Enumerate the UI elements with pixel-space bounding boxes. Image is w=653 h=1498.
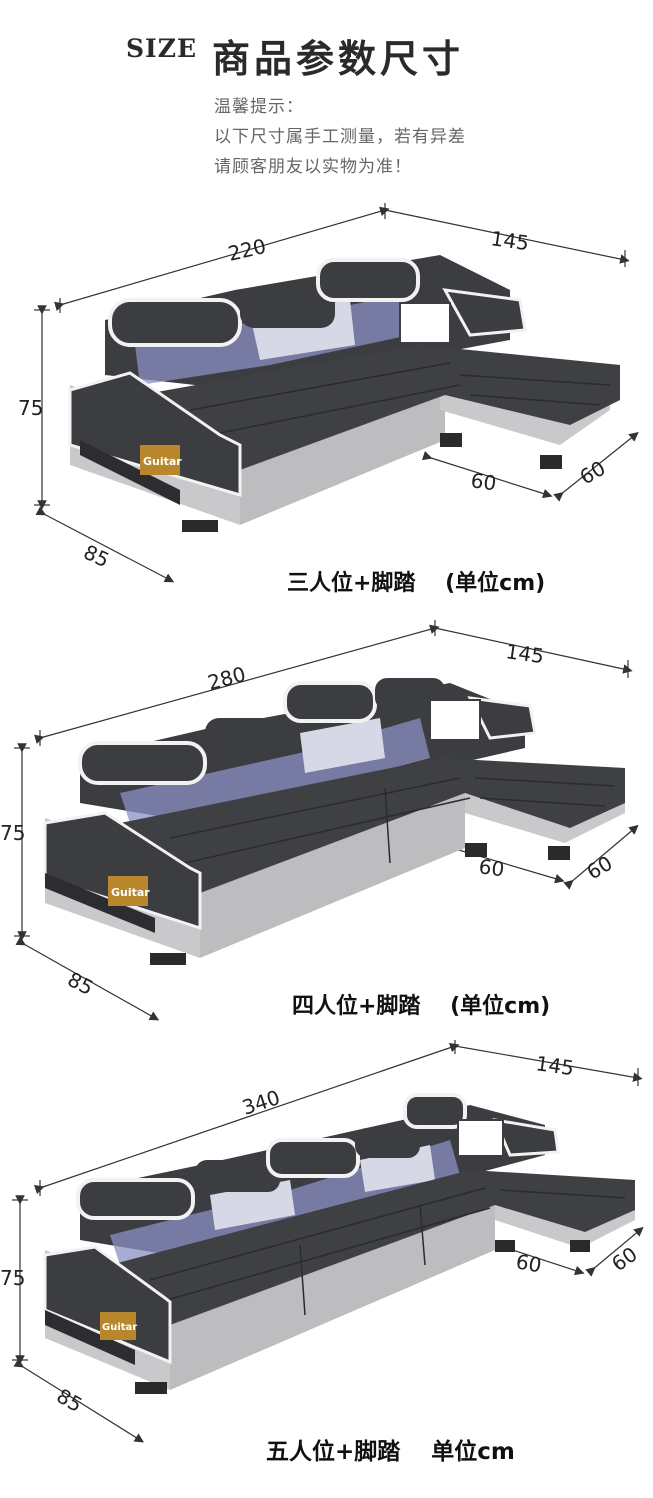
dim-height: 75 xyxy=(18,396,43,420)
sofa-section-5-seat: Guitar 340 145 75 85 60 60 五人位+脚踏 单位cm xyxy=(0,1040,653,1498)
dim-height: 75 xyxy=(0,1266,25,1290)
dim-chaise-length: 145 xyxy=(534,1051,575,1080)
size-label: SIZE xyxy=(126,34,198,63)
sofa-illustration-3-seat: Guitar 220 145 75 85 60 60 xyxy=(18,203,639,583)
dimension-lines xyxy=(34,203,639,583)
dim-chaise-length: 145 xyxy=(489,226,530,255)
dim-length: 280 xyxy=(205,662,248,695)
pocket-label: Guitar xyxy=(143,455,182,468)
dimension-lines xyxy=(12,1040,644,1443)
dim-chaise-length: 145 xyxy=(504,639,545,668)
pocket-label: Guitar xyxy=(102,1322,137,1333)
header: SIZE 商品参数尺寸 温馨提示： 以下尺寸属手工测量，若有异差 请顾客朋友以实… xyxy=(0,0,653,190)
note-line-2: 以下尺寸属手工测量，若有异差 xyxy=(214,127,466,147)
dim-depth: 85 xyxy=(80,540,113,573)
dim-chaise-width: 60 xyxy=(607,1242,642,1276)
dim-height: 75 xyxy=(0,821,25,845)
page-title: 商品参数尺寸 xyxy=(212,37,465,81)
sofa-caption: 五人位+脚踏 单位cm xyxy=(266,1439,515,1465)
dim-chaise-depth: 60 xyxy=(477,854,506,881)
sofa-section-3-seat: Guitar 220 145 75 85 60 60 三人位+脚踏 (单位cm) xyxy=(0,195,653,615)
sofa-caption: 四人位+脚踏 (单位cm) xyxy=(292,994,551,1019)
dim-chaise-width: 60 xyxy=(583,851,617,885)
dim-chaise-depth: 60 xyxy=(469,468,498,495)
sofa-illustration-5-seat: Guitar 340 145 75 85 60 60 xyxy=(0,1040,644,1443)
note-line-1: 温馨提示： xyxy=(214,97,304,117)
sofa-illustration-4-seat: Guitar 280 145 75 85 60 60 xyxy=(0,620,639,1021)
dim-length: 340 xyxy=(239,1085,283,1120)
dim-chaise-depth: 60 xyxy=(514,1249,543,1277)
sofa-caption: 三人位+脚踏 (单位cm) xyxy=(287,571,546,596)
dim-length: 220 xyxy=(226,234,269,266)
pocket-label: Guitar xyxy=(111,886,150,899)
note-line-3: 请顾客朋友以实物为准！ xyxy=(214,157,412,177)
dim-depth: 85 xyxy=(64,967,98,1000)
dim-chaise-width: 60 xyxy=(576,456,610,490)
sofa-section-4-seat: Guitar 280 145 75 85 60 60 四人位+脚踏 (单位cm) xyxy=(0,618,653,1038)
